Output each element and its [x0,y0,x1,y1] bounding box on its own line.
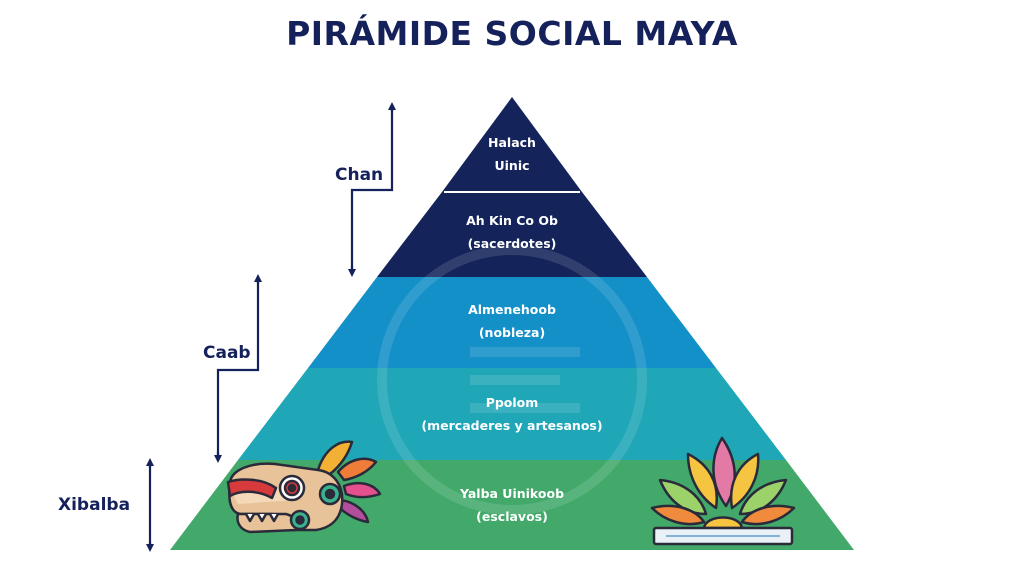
tier-label-line: (esclavos) [476,509,548,524]
tier-label-line: Almenehoob [468,302,556,317]
realm-label-xibalba: Xibalba [58,495,131,515]
feather-headdress-icon [650,436,796,546]
tier-sacerdotes [377,192,647,277]
tier-label-line: Ppolom [485,395,539,410]
watermark-logo [377,245,647,515]
tier-label-mercaderes: Ppolom (mercaderes y artesanos) [362,391,662,437]
serpent-head-icon [226,440,382,534]
tier-label-line: Yalba Uinikoob [459,486,565,501]
realm-label-chan: Chan [335,165,384,185]
chan-bracket-arrow [348,102,396,277]
tier-label-line: Uinic [494,158,530,173]
tier-label-line: Ah Kin Co Ob [466,213,558,228]
tier-nobleza [308,277,716,368]
tier-label-line: Halach [488,135,536,150]
tier-mercaderes [238,368,786,460]
tier-label-line: (mercaderes y artesanos) [421,418,603,433]
tier-label-line: (sacerdotes) [467,236,557,251]
tier-halach-uinic [442,97,582,192]
tier-label-line: (nobleza) [478,325,546,340]
diagram-title: PIRÁMIDE SOCIAL MAYA [286,14,738,53]
realm-label-caab: Caab [203,343,251,363]
tier-label-halach-uinic: Halach Uinic [362,131,662,177]
tier-label-esclavos: Yalba Uinikoob (esclavos) [362,482,662,528]
tier-label-sacerdotes: Ah Kin Co Ob (sacerdotes) [362,209,662,255]
tier-label-nobleza: Almenehoob (nobleza) [362,298,662,344]
caab-bracket-arrow [214,274,262,463]
